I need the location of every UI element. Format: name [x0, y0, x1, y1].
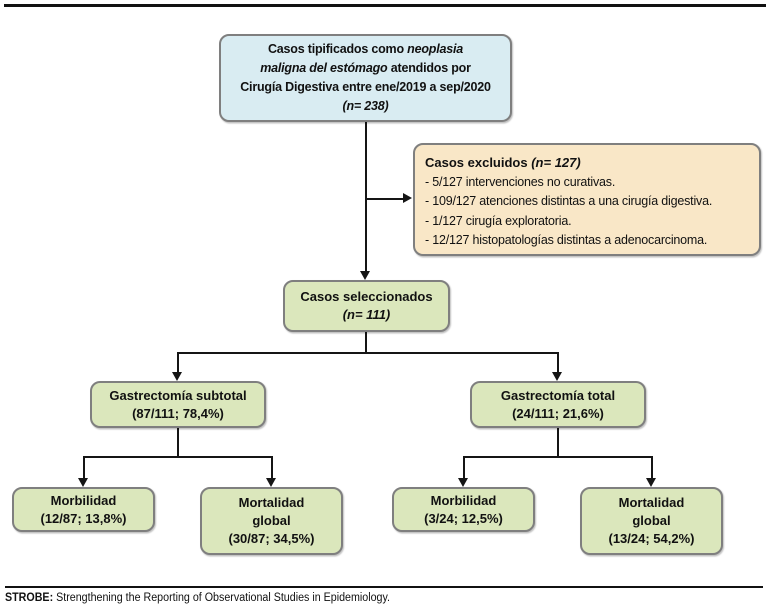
excluded-cases-box: Casos excluidos (n= 127) - 5/127 interve…: [413, 143, 761, 256]
arrowhead-selected-icon: [360, 271, 370, 280]
mortality-total-title: Mortalidad: [618, 495, 685, 510]
morbidity-subtotal-title: Morbilidad: [50, 492, 117, 508]
selected-cases-box: Casos seleccionados (n= 111): [283, 280, 450, 332]
gastrectomy-subtotal-title: Gastrectomía subtotal: [109, 387, 247, 403]
bottom-rule: [5, 586, 763, 588]
typified-line3: Cirugía Digestiva entre ene/2019 a sep/2…: [240, 80, 491, 94]
arrowhead-morb-subtotal-icon: [78, 478, 88, 487]
connector-stem-morb-total: [463, 456, 465, 479]
excluded-item: - 12/127 histopatologías distintas a ade…: [425, 233, 708, 247]
connector-split-gastrectomy: [177, 352, 559, 354]
typified-n: (n= 238): [342, 99, 389, 113]
morbidity-total-value: (3/24; 12,5%): [424, 510, 503, 526]
connector-stem-subtotal: [177, 352, 179, 373]
arrowhead-morb-total-icon: [458, 478, 468, 487]
typified-cases-box: Casos tipificados como neoplasia maligna…: [219, 34, 512, 122]
excluded-item: - 109/127 atenciones distintas a una cir…: [425, 194, 713, 208]
gastrectomy-total-value: (24/111; 21,6%): [512, 405, 604, 421]
excluded-title: Casos excluidos (n= 127): [425, 155, 581, 170]
mortality-total-value: (13/24; 54,2%): [608, 531, 695, 546]
connector-stem-total: [557, 352, 559, 373]
connector-total-down: [557, 428, 559, 457]
mortality-total-box: Mortalidad global (13/24; 54,2%): [580, 487, 723, 555]
connector-stem-morb-subtotal: [83, 456, 85, 479]
arrowhead-total-icon: [552, 372, 562, 381]
morbidity-subtotal-value: (12/87; 13,8%): [40, 510, 127, 526]
excluded-item: - 5/127 intervenciones no curativas.: [425, 174, 616, 189]
connector-to-exclusion: [366, 198, 404, 200]
mortality-subtotal-value: (30/87; 34,5%): [228, 531, 315, 546]
gastrectomy-total-box: Gastrectomía total (24/111; 21,6%): [470, 381, 646, 428]
mortality-subtotal-title: Mortalidad: [238, 495, 305, 510]
selected-title: Casos seleccionados: [300, 289, 433, 304]
arrowhead-subtotal-icon: [172, 372, 182, 381]
strobe-caption-label: STROBE:: [5, 592, 54, 604]
strobe-caption: STROBE: Strengthening the Reporting of O…: [5, 592, 390, 604]
gastrectomy-total-title: Gastrectomía total: [500, 387, 616, 403]
connector-stem-mort-total: [651, 456, 653, 479]
connector-stem-mort-subtotal: [271, 456, 273, 479]
excluded-item: - 1/127 cirugía exploratoria.: [425, 213, 572, 228]
strobe-caption-text: Strengthening the Reporting of Observati…: [53, 592, 391, 604]
arrowhead-mort-subtotal-icon: [266, 478, 276, 487]
connector-split-subtotal: [83, 456, 273, 458]
mortality-total-title2: global: [632, 513, 671, 528]
morbidity-total-title: Morbilidad: [430, 492, 497, 508]
typified-line1: Casos tipificados como neoplasia: [267, 42, 464, 56]
selected-n: (n= 111): [342, 307, 391, 322]
top-rule: [4, 4, 766, 7]
morbidity-total-box: Morbilidad (3/24; 12,5%): [392, 487, 535, 532]
arrowhead-exclusion-icon: [403, 193, 412, 203]
morbidity-subtotal-box: Morbilidad (12/87; 13,8%): [12, 487, 155, 532]
connector-selected-down: [365, 332, 367, 353]
mortality-subtotal-title2: global: [252, 513, 291, 528]
arrowhead-mort-total-icon: [646, 478, 656, 487]
gastrectomy-subtotal-box: Gastrectomía subtotal (87/111; 78,4%): [90, 381, 266, 428]
mortality-subtotal-box: Mortalidad global (30/87; 34,5%): [200, 487, 343, 555]
typified-line2: maligna del estómago atendidos por: [260, 61, 471, 75]
gastrectomy-subtotal-value: (87/111; 78,4%): [132, 405, 224, 421]
connector-top-to-selected: [365, 122, 367, 272]
connector-subtotal-down: [177, 428, 179, 457]
connector-split-total: [463, 456, 653, 458]
